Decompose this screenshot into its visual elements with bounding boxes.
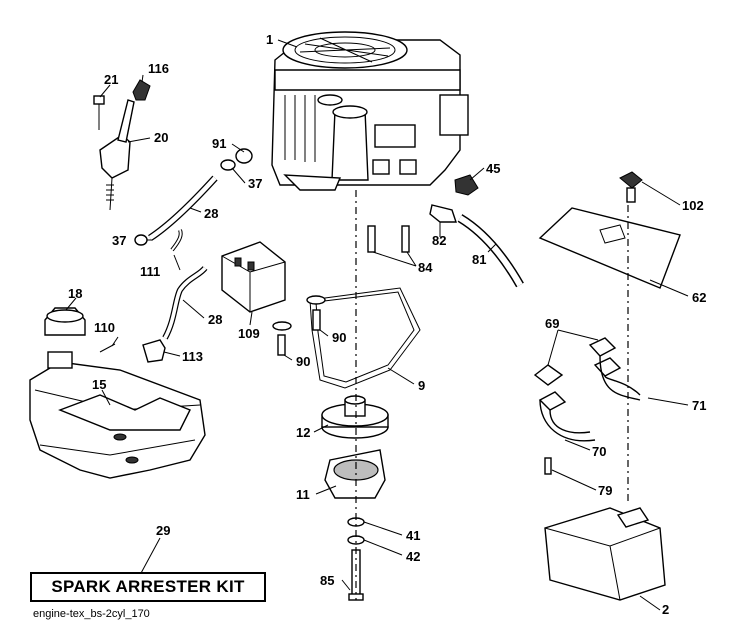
- callout-102: 102: [682, 198, 704, 213]
- callout-12: 12: [296, 425, 310, 440]
- callout-62: 62: [692, 290, 706, 305]
- fuel-line-upper: [134, 148, 253, 246]
- callout-numbers: 1 2 9 11 12 15 18 20 21 28 28 29 37 37 4…: [68, 32, 706, 617]
- callout-90a: 90: [332, 330, 346, 345]
- callout-82: 82: [432, 233, 446, 248]
- callout-110: 110: [94, 320, 115, 335]
- callout-37a: 37: [248, 176, 262, 191]
- pulley-clutch-stack: [321, 395, 389, 601]
- callout-111: 111: [140, 264, 160, 279]
- callout-71: 71: [692, 398, 706, 413]
- diagram-code: engine-tex_bs-2cyl_170: [33, 608, 150, 620]
- throttle-control: [93, 79, 151, 211]
- callout-85: 85: [320, 573, 334, 588]
- spark-arrester-kit-box: SPARK ARRESTER KIT: [30, 572, 266, 602]
- callout-9: 9: [418, 378, 425, 393]
- bracket: [272, 225, 421, 389]
- callout-21: 21: [104, 72, 118, 87]
- callout-41: 41: [406, 528, 420, 543]
- exhaust-pipes: [533, 337, 641, 475]
- fuel-tank: [29, 307, 206, 479]
- callout-29: 29: [156, 523, 170, 538]
- callout-69: 69: [545, 316, 559, 331]
- oil-drain-fittings: [429, 174, 524, 288]
- callout-113: 113: [182, 349, 203, 364]
- callout-81: 81: [472, 252, 486, 267]
- callout-37b: 37: [112, 233, 126, 248]
- muffler: [544, 507, 666, 601]
- callout-11: 11: [296, 487, 310, 502]
- callout-28a: 28: [204, 206, 218, 221]
- fuel-filter: [221, 241, 286, 313]
- engine-assembly: [271, 31, 469, 191]
- callout-79: 79: [598, 483, 612, 498]
- callout-15: 15: [92, 377, 106, 392]
- callout-116: 116: [148, 61, 169, 76]
- callout-20: 20: [154, 130, 168, 145]
- callout-28b: 28: [208, 312, 222, 327]
- callout-90b: 90: [296, 354, 310, 369]
- callout-1: 1: [266, 32, 273, 47]
- callout-70: 70: [592, 444, 606, 459]
- callout-45: 45: [486, 161, 500, 176]
- heat-shield: [538, 171, 681, 289]
- fuel-line-lower: [142, 229, 208, 363]
- callout-18: 18: [68, 286, 82, 301]
- callout-42: 42: [406, 549, 420, 564]
- callout-2: 2: [662, 602, 669, 617]
- callout-109: 109: [238, 326, 260, 341]
- callout-84: 84: [418, 260, 433, 275]
- callout-91: 91: [212, 136, 226, 151]
- leader-lines: [65, 39, 689, 611]
